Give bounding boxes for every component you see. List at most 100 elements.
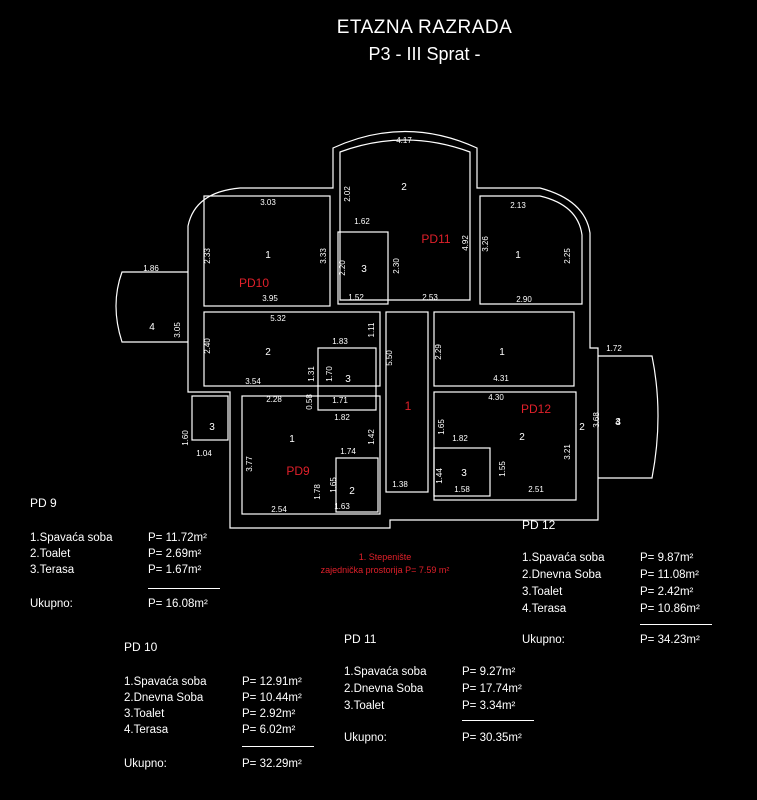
room-number-4: 4	[149, 322, 155, 333]
room-pd10-3	[317, 347, 377, 411]
room-number-9: 2	[519, 432, 525, 443]
drawing-title: ETAZNA RAZRADA	[336, 17, 513, 38]
room-number-10: 3	[461, 468, 467, 479]
pd11-header: PD 11	[344, 632, 377, 646]
room-number-8: 1	[499, 347, 505, 358]
room-number-16: 3	[615, 417, 621, 428]
dimension-25: 1.72	[606, 344, 622, 353]
pd12-row-1-name: 1.Spavaća soba	[522, 552, 605, 564]
pd10-row-2-name: 2.Dnevna Soba	[124, 692, 204, 704]
dimension-34: 4.30	[488, 393, 504, 402]
pd9-header: PD 9	[30, 496, 57, 510]
dimension-46: 1.65	[329, 477, 338, 493]
unit-label-pd12: PD12	[521, 402, 551, 416]
dimension-10: 3.26	[481, 236, 490, 252]
dimension-14: 2.53	[422, 293, 438, 302]
room-pd9-1	[241, 395, 381, 515]
dimension-40: 1.60	[181, 430, 190, 446]
stairs-note-line-1: 1. Stepenište	[358, 552, 412, 562]
unit-label-pd10: PD10	[239, 276, 269, 290]
dimension-31: 2.28	[266, 395, 282, 404]
pd12-row-1-area: P= 9.87m²	[640, 552, 694, 564]
dimension-37: 1.82	[452, 434, 468, 443]
dimension-18: 3.05	[173, 322, 182, 338]
pd11-row-2-area: P= 17.74m²	[462, 683, 522, 695]
pd12-total-rule	[640, 624, 712, 625]
pd10-row-1-name: 1.Spavaća soba	[124, 676, 207, 688]
dimension-22: 1.83	[332, 337, 348, 346]
dimension-28: 3.54	[245, 377, 261, 386]
dimension-42: 3.77	[245, 456, 254, 472]
room-pd12-1	[479, 195, 583, 305]
dimension-43: 1.74	[340, 447, 356, 456]
room-pd12-2	[433, 391, 577, 501]
room-pd11-2	[339, 139, 471, 301]
dimension-45: 1.44	[435, 468, 444, 484]
dimension-4: 2.33	[203, 248, 212, 264]
dimension-50: 2.51	[528, 485, 544, 494]
room-number-11: 4	[615, 417, 621, 428]
pd10-total-label: Ukupno:	[124, 758, 167, 770]
dimension-6: 1.62	[354, 217, 370, 226]
pd9-row-1-area: P= 11.72m²	[148, 532, 207, 544]
pd12-header: PD 12	[522, 518, 556, 532]
dimension-12: 2.13	[510, 201, 526, 210]
pd12-row-2-name: 2.Dnevna Soba	[522, 569, 602, 581]
walls	[115, 130, 659, 529]
pd10-total: P= 32.29m²	[242, 758, 302, 770]
pd10-row-4-name: 4.Terasa	[124, 724, 169, 736]
pd12-row-4-area: P= 10.86m²	[640, 603, 700, 615]
pd12-total: P= 34.23m²	[640, 634, 700, 646]
room-number-3: 3	[361, 264, 367, 275]
pd11-total: P= 30.35m²	[462, 732, 522, 744]
dimension-16: 3.95	[262, 294, 278, 303]
unit-label-pd11: PD11	[421, 232, 450, 246]
room-number-13: 3	[209, 422, 215, 433]
dimension-3: 3.03	[260, 198, 276, 207]
room-number-2: 2	[401, 182, 407, 193]
stairs-number: 1	[405, 399, 412, 413]
unit-label-pd9: PD9	[286, 464, 310, 478]
pd12-row-3-name: 3.Toalet	[522, 586, 563, 598]
dimension-15: 2.90	[516, 295, 532, 304]
room-pd12-2-upper	[433, 311, 575, 387]
room-number-14: 1	[289, 434, 295, 445]
dimension-30: 0.58	[305, 394, 314, 410]
pd10-total-rule	[242, 746, 314, 747]
dimension-35: 3.68	[592, 412, 601, 428]
dimension-5: 3.33	[319, 248, 328, 264]
dimension-41: 1.04	[196, 449, 212, 458]
pd9-row-2-name: 2.Toalet	[30, 548, 71, 560]
dimension-48: 1.38	[392, 480, 408, 489]
room-pd12-3	[433, 447, 491, 497]
pd9-total: P= 16.08m²	[148, 598, 208, 610]
room-number-5: 1	[515, 250, 521, 261]
dimension-24: 2.29	[434, 344, 443, 360]
pd10-row-2-area: P= 10.44m²	[242, 692, 302, 704]
pd12-row-4-name: 4.Terasa	[522, 603, 567, 615]
pd10-row-3-name: 3.Toalet	[124, 708, 165, 720]
dimension-26: 1.31	[307, 366, 316, 382]
dimension-13: 1.52	[348, 293, 364, 302]
pd10-row-3-area: P= 2.92m²	[242, 708, 296, 720]
dimension-44: 1.55	[498, 461, 507, 477]
pd9-row-3-area: P= 1.67m²	[148, 564, 202, 576]
dimension-47: 1.78	[313, 484, 322, 500]
pd9-row-1-name: 1.Spavaća soba	[30, 532, 113, 544]
stairs-note-line-2: zajednička prostorija P= 7.59 m²	[320, 565, 450, 575]
pd11-row-3-area: P= 3.34m²	[462, 700, 516, 712]
room-pd10-1	[203, 195, 331, 307]
pd10-row-1-area: P= 12.91m²	[242, 676, 302, 688]
pd11-row-2-name: 2.Dnevna Soba	[344, 683, 424, 695]
dimension-39: 3.21	[563, 444, 572, 460]
dimension-1: 4.17	[396, 136, 412, 145]
room-number-1: 1	[265, 250, 271, 261]
pd11-row-1-area: P= 9.27m²	[462, 666, 516, 678]
dimension-23: 5.50	[385, 350, 394, 366]
pd9-row-3-name: 3.Terasa	[30, 564, 75, 576]
pd9-row-2-area: P= 2.69m²	[148, 548, 202, 560]
dimension-7: 2.20	[338, 260, 347, 276]
pd10-header: PD 10	[124, 640, 158, 654]
pd11-total-label: Ukupno:	[344, 732, 387, 744]
